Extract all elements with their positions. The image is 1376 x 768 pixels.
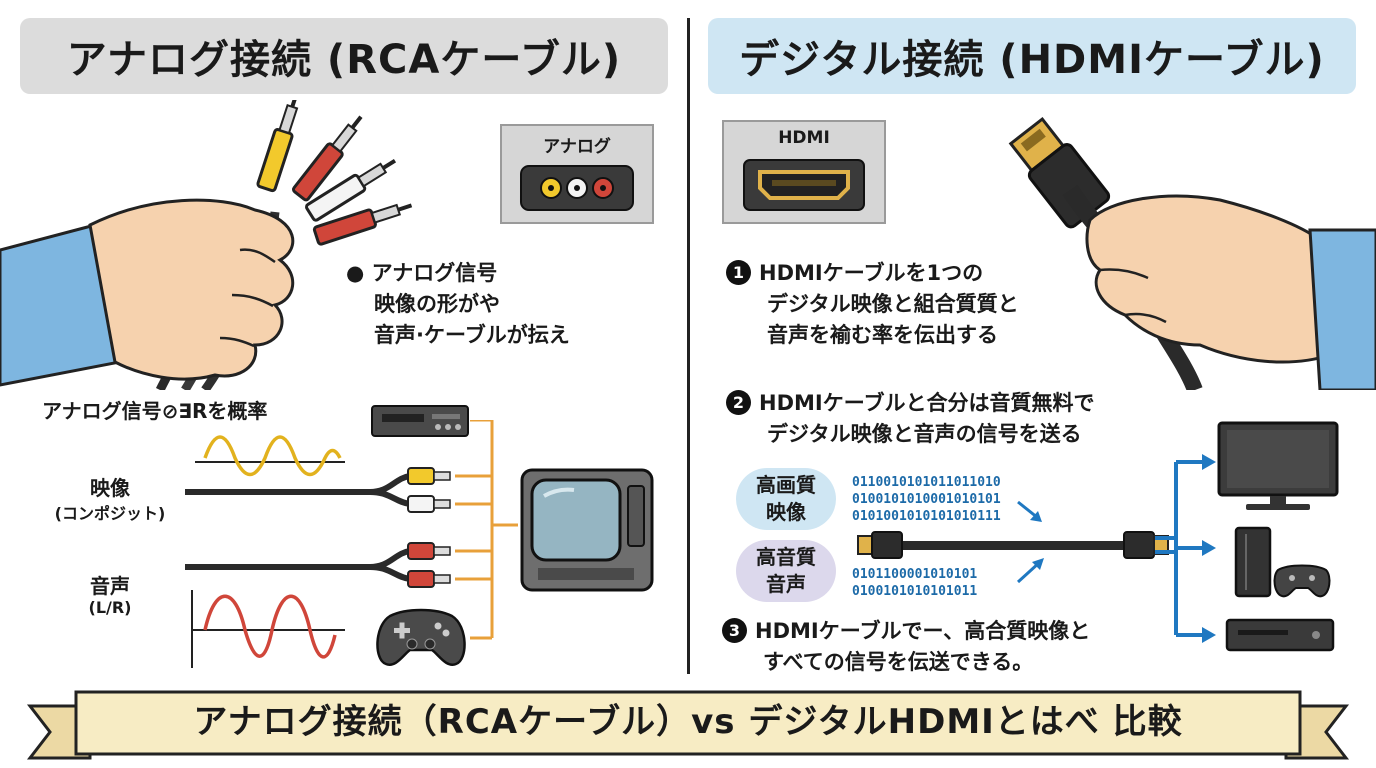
rca-plug-icon (407, 542, 451, 588)
number-badge: 1 (726, 260, 751, 285)
hand-icon (1008, 116, 1376, 390)
hdmi-signal-diagram (857, 454, 1216, 643)
video-label: 映像 (90, 476, 130, 500)
rca-plug-icon (256, 100, 413, 246)
digital-title: デジタル接続 (HDMIケーブル) (739, 37, 1325, 83)
audio-label: 音声 (90, 574, 130, 598)
hq-video-bubble: 高画質 映像 (736, 468, 836, 530)
point-line: デジタル映像と音声の信号を送る (767, 422, 1082, 446)
audio-waveform (191, 590, 345, 668)
crt-tv-icon (520, 468, 654, 592)
hq-audio-bubble: 高音質 音声 (736, 540, 836, 602)
vcr-icon (371, 405, 469, 437)
rca-plug-icon (407, 467, 451, 513)
hq-video-line: 高画質 (756, 473, 816, 497)
number-badge: 2 (726, 390, 751, 415)
banner-title: アナログ接続（RCAケーブル）vs デジタルHDMIとはべ 比較 (193, 702, 1183, 742)
flat-tv-icon (1217, 421, 1339, 510)
video-bitstream: 0110010101011011010 0100101010001010101 … (852, 474, 1001, 525)
analog-note-line: アナログ信号 (371, 261, 498, 285)
hq-audio-line: 音声 (766, 572, 806, 596)
analog-port-label: アナログ (543, 137, 611, 157)
bit-line: 0101001010101010111 (852, 509, 1001, 524)
arrow-icon (1202, 454, 1216, 643)
gamepad-icon (376, 608, 466, 666)
bit-line: 0101100001010101 (852, 567, 978, 582)
point-line: HDMIケーブルでー、高合質映像と (755, 619, 1091, 643)
connector-bracket (455, 420, 518, 640)
bit-line: 0100101010101011 (852, 584, 978, 599)
digital-header: デジタル接続 (HDMIケーブル) (708, 18, 1356, 94)
digital-point-3: 3 HDMIケーブルでー、高合質映像と すべての信号を伝送できる。 (722, 616, 1090, 678)
number-badge: 3 (722, 618, 747, 643)
analog-note: ● アナログ信号 映像の形がや 音声·ケーブルが抎え (346, 258, 570, 351)
analog-title: アナログ接続 (RCAケーブル) (66, 37, 622, 83)
arrow-icon (1155, 460, 1206, 637)
analog-port-panel: アナログ (500, 124, 654, 224)
game-console-icon (1234, 526, 1331, 598)
bit-line: 0110010101011011010 (852, 475, 1001, 490)
hand-icon (0, 100, 413, 390)
hq-audio-line: 高音質 (756, 545, 816, 569)
analog-note-line: 映像の形がや (374, 292, 500, 316)
audio-bitstream: 0101100001010101 0100101010101011 (852, 566, 977, 600)
point-line: すべての信号を伝送できる。 (763, 650, 1034, 674)
arrow-icon (1016, 500, 1044, 584)
audio-sublabel: (L/R) (88, 598, 132, 617)
point-line: 音声を褕む率を伝出する (767, 323, 998, 347)
hdmi-plug-icon (857, 531, 1169, 559)
video-sublabel: (コンポジット) (54, 504, 166, 523)
analog-header: アナログ接続 (RCAケーブル) (20, 18, 668, 94)
center-divider (687, 18, 690, 674)
point-line: デジタル映像と組合質質と (767, 292, 1019, 316)
hdmi-port-label: HDMI (778, 128, 830, 148)
banner-ribbon (26, 690, 1350, 760)
blu-ray-player-icon (1225, 618, 1335, 652)
analog-note-line: 音声·ケーブルが抎え (374, 323, 570, 347)
analog-signal-diagram (185, 420, 518, 668)
point-line: HDMIケーブルを1つの (759, 261, 984, 285)
digital-point-2: 2 HDMIケーブルと合分は音質無料で デジタル映像と音声の信号を送る (726, 388, 1094, 450)
rca-port-icon (520, 165, 634, 211)
video-waveform (195, 435, 345, 477)
point-line: HDMIケーブルと合分は音質無料で (759, 391, 1095, 415)
wave-heading: アナログ信号⊘∃Rを概率 (42, 399, 268, 423)
bullet-icon: ● (346, 261, 365, 285)
bit-line: 0100101010001010101 (852, 492, 1001, 507)
hdmi-port-icon (743, 159, 865, 211)
hdmi-port-panel: HDMI (722, 120, 886, 224)
digital-point-1: 1 HDMIケーブルを1つの デジタル映像と組合質質と 音声を褕む率を伝出する (726, 258, 1019, 351)
hq-video-line: 映像 (766, 500, 806, 524)
